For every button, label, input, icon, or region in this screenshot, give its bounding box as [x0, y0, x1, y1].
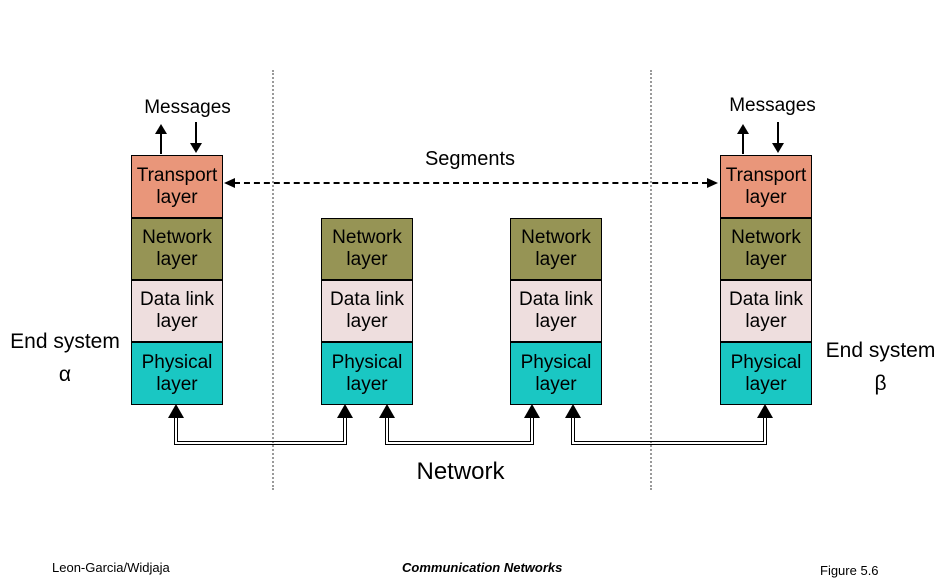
stack-end-system-beta: Transport layer Network layer Data link …: [720, 155, 812, 405]
layer-label: Network: [731, 227, 801, 248]
up-arrowhead-icon: [757, 404, 773, 418]
layer-label: Transport: [725, 164, 807, 186]
layer-data-link: Data link layer: [720, 280, 812, 342]
layer-label: Transport: [136, 164, 218, 186]
layer-label: Network: [142, 227, 212, 248]
layer-label: Network: [332, 227, 402, 248]
physical-link-1: [174, 417, 347, 445]
layer-label: Data link: [729, 289, 803, 310]
layer-transport: Transport layer: [720, 155, 812, 218]
up-arrowhead-icon: [524, 404, 540, 418]
layer-label: layer: [346, 249, 388, 270]
layer-label: layer: [745, 249, 787, 270]
layer-physical: Physical layer: [131, 342, 223, 405]
stack-network-node-2: Network layer Data link layer Physical l…: [510, 218, 602, 405]
layer-label: Physical: [331, 351, 403, 373]
layer-label: Physical: [520, 351, 592, 373]
down-arrow-line: [777, 122, 779, 144]
layer-label: Data link: [519, 289, 593, 310]
dotted-separator-right: [650, 70, 652, 490]
layer-physical: Physical layer: [720, 342, 812, 405]
layer-data-link: Data link layer: [131, 280, 223, 342]
end-system-alpha-line1: End system: [10, 330, 120, 353]
network-label: Network: [416, 458, 505, 485]
dotted-separator-left: [272, 70, 274, 490]
physical-link-3: [571, 417, 767, 445]
messages-label-right: Messages: [729, 95, 816, 116]
layer-label: Data link: [330, 289, 404, 310]
layer-label: Data link: [140, 289, 214, 310]
layer-network: Network layer: [720, 218, 812, 280]
left-arrowhead-icon: [224, 178, 235, 188]
layer-label: layer: [156, 373, 198, 395]
layer-network: Network layer: [510, 218, 602, 280]
layer-label: layer: [745, 311, 787, 332]
layer-transport: Transport layer: [131, 155, 223, 218]
layer-label: Physical: [730, 351, 802, 373]
layer-label: layer: [745, 373, 787, 395]
layer-label: Network: [521, 227, 591, 248]
layer-physical: Physical layer: [321, 342, 413, 405]
end-system-alpha-line2: α: [58, 363, 72, 386]
layer-label: layer: [156, 311, 198, 332]
layer-label: Physical: [141, 351, 213, 373]
footer-authors: Leon-Garcia/Widjaja: [52, 560, 170, 575]
layer-data-link: Data link layer: [510, 280, 602, 342]
up-arrowhead-icon: [565, 404, 581, 418]
layer-data-link: Data link layer: [321, 280, 413, 342]
stack-end-system-alpha: Transport layer Network layer Data link …: [131, 155, 223, 405]
down-arrow-line: [195, 122, 197, 144]
right-arrowhead-icon: [707, 178, 718, 188]
down-arrowhead-icon: [190, 143, 202, 153]
layer-physical: Physical layer: [510, 342, 602, 405]
physical-link-2: [385, 417, 534, 445]
footer-figure-number: Figure 5.6: [820, 563, 879, 578]
end-system-alpha-label: End system α: [0, 325, 130, 391]
up-arrowhead-icon: [155, 124, 167, 134]
footer-book-title: Communication Networks: [402, 560, 563, 575]
layer-label: layer: [745, 186, 787, 208]
layer-label: layer: [535, 249, 577, 270]
end-system-beta-line2: β: [874, 372, 887, 395]
end-system-beta-label: End system β: [813, 334, 948, 400]
layer-label: layer: [156, 249, 198, 270]
layer-label: layer: [156, 186, 198, 208]
layer-label: layer: [346, 373, 388, 395]
up-arrowhead-icon: [737, 124, 749, 134]
layer-network: Network layer: [321, 218, 413, 280]
end-system-beta-line1: End system: [825, 339, 936, 362]
up-arrowhead-icon: [337, 404, 353, 418]
up-arrow-line: [742, 133, 744, 154]
layer-label: layer: [346, 311, 388, 332]
segments-label: Segments: [424, 148, 516, 170]
up-arrowhead-icon: [379, 404, 395, 418]
up-arrow-line: [160, 133, 162, 154]
segments-dashed-line: [234, 182, 708, 184]
stack-network-node-1: Network layer Data link layer Physical l…: [321, 218, 413, 405]
up-arrowhead-icon: [168, 404, 184, 418]
layer-network: Network layer: [131, 218, 223, 280]
layer-label: layer: [535, 373, 577, 395]
messages-label-left: Messages: [144, 97, 231, 118]
layer-label: layer: [535, 311, 577, 332]
down-arrowhead-icon: [772, 143, 784, 153]
